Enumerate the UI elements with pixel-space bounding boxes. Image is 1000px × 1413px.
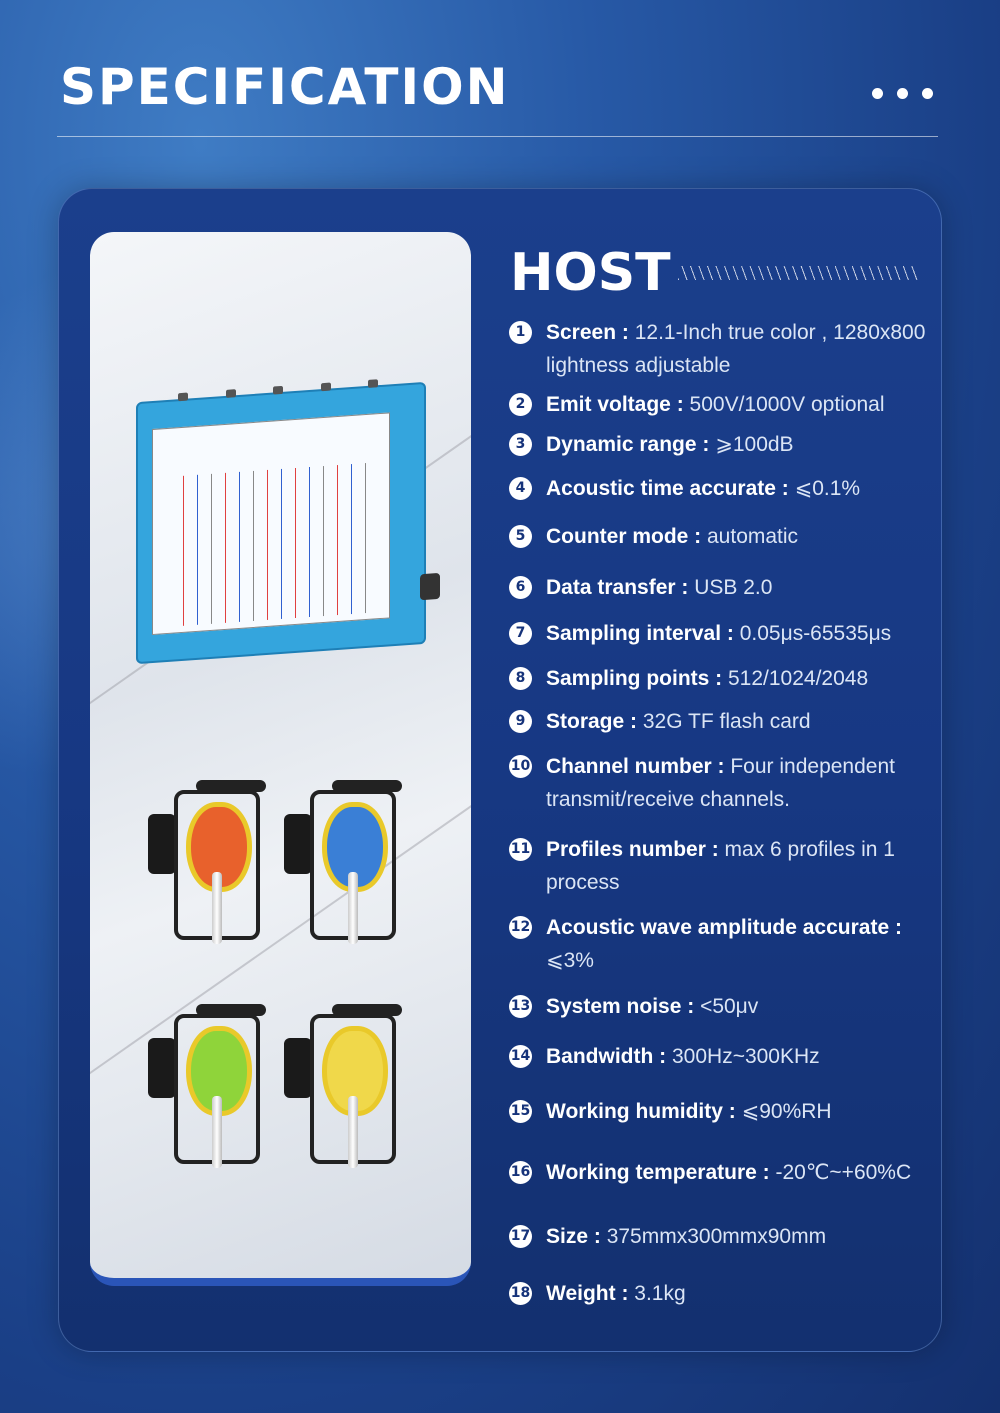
spec-value: 500V/1000V optional (689, 393, 885, 416)
spec-item: 13 System noise : <50μv (509, 990, 939, 1023)
spec-value: automatic (707, 525, 799, 548)
spec-value: ⩽3% (546, 949, 594, 972)
spec-value: 512/1024/2048 (728, 667, 869, 690)
tablet-screen (152, 412, 390, 636)
number-badge-icon: 16 (509, 1161, 532, 1184)
spec-label: Working temperature : (546, 1161, 776, 1184)
hatch-decoration (678, 266, 918, 280)
connector-knob (420, 572, 440, 601)
spec-value: -20℃~+60%C (775, 1161, 912, 1184)
spec-label: Sampling points : (546, 667, 728, 690)
number-badge-icon: 4 (509, 477, 532, 500)
spec-item: 4 Acoustic time accurate : ⩽0.1% (509, 472, 939, 505)
spec-item: 14 Bandwidth : 300Hz~300KHz (509, 1040, 939, 1073)
cable-reel-blue (282, 780, 412, 950)
product-image (90, 232, 471, 1286)
title-divider (57, 136, 938, 137)
spec-item: 7 Sampling interval : 0.05μs-65535μs (509, 617, 939, 650)
spec-label: Profiles number : (546, 838, 725, 861)
number-badge-icon: 18 (509, 1282, 532, 1305)
more-dots-icon (872, 88, 933, 99)
spec-value: 300Hz~300KHz (671, 1045, 820, 1068)
spec-item: 10 Channel number : Four independent tran… (509, 750, 939, 816)
cable-reel-green (146, 1004, 276, 1174)
spec-label: Weight : (546, 1282, 635, 1305)
spec-label: Sampling interval : (546, 622, 740, 645)
spec-value: ⩽90%RH (741, 1100, 832, 1123)
number-badge-icon: 10 (509, 755, 532, 778)
spec-item: 6 Data transfer : USB 2.0 (509, 571, 939, 604)
spec-value: 32G TF flash card (642, 710, 811, 733)
cable-reel-orange (146, 780, 276, 950)
spec-value: <50μv (700, 995, 759, 1018)
spec-item: 5 Counter mode : automatic (509, 520, 939, 553)
spec-label: Dynamic range : (546, 433, 716, 456)
number-badge-icon: 8 (509, 667, 532, 690)
spec-label: Bandwidth : (546, 1045, 672, 1068)
spec-label: Working humidity : (546, 1100, 742, 1123)
spec-label: Acoustic wave amplitude accurate : (546, 916, 902, 939)
number-badge-icon: 9 (509, 710, 532, 733)
spec-label: Acoustic time accurate : (546, 477, 795, 500)
spec-label: Channel number : (546, 755, 731, 778)
spec-label: Counter mode : (546, 525, 707, 548)
spec-value: max 6 profiles in 1 process (546, 838, 895, 894)
number-badge-icon: 3 (509, 433, 532, 456)
spec-item: 9 Storage : 32G TF flash card (509, 705, 939, 738)
tablet-device-image (136, 379, 440, 665)
number-badge-icon: 1 (509, 321, 532, 344)
number-badge-icon: 7 (509, 622, 532, 645)
spec-value: 375mmx300mmx90mm (606, 1225, 827, 1248)
spec-item: 15 Working humidity : ⩽90%RH (509, 1095, 939, 1128)
page-title: SPECIFICATION (60, 58, 510, 116)
spec-value: USB 2.0 (694, 576, 773, 599)
spec-item: 17 Size : 375mmx300mmx90mm (509, 1220, 939, 1253)
spec-item: 1 Screen : 12.1-Inch true color , 1280x80… (509, 316, 939, 382)
number-badge-icon: 11 (509, 838, 532, 861)
spec-item: 8 Sampling points : 512/1024/2048 (509, 662, 939, 695)
cable-reel-yellow (282, 1004, 412, 1174)
spec-item: 18 Weight : 3.1kg (509, 1277, 939, 1310)
spec-item: 3 Dynamic range : ⩾100dB (509, 428, 939, 461)
spec-label: Emit voltage : (546, 393, 690, 416)
spec-item: 2 Emit voltage : 500V/1000V optional (509, 388, 939, 421)
number-badge-icon: 17 (509, 1225, 532, 1248)
number-badge-icon: 2 (509, 393, 532, 416)
spec-label: Size : (546, 1225, 607, 1248)
spec-label: System noise : (546, 995, 701, 1018)
number-badge-icon: 13 (509, 995, 532, 1018)
number-badge-icon: 5 (509, 525, 532, 548)
spec-item: 16 Working temperature : -20℃~+60%C (509, 1156, 939, 1189)
spec-value: ⩾100dB (715, 433, 794, 456)
spec-value: 3.1kg (634, 1282, 686, 1305)
number-badge-icon: 15 (509, 1100, 532, 1123)
spec-value: ⩽0.1% (794, 477, 861, 500)
spec-label: Data transfer : (546, 576, 695, 599)
spec-label: Storage : (546, 710, 643, 733)
spec-label: Screen : (546, 321, 635, 344)
number-badge-icon: 12 (509, 916, 532, 939)
spec-item: 12 Acoustic wave amplitude accurate : ⩽3% (509, 911, 939, 977)
section-title: HOST (510, 243, 671, 303)
number-badge-icon: 14 (509, 1045, 532, 1068)
spec-value: 0.05μs-65535μs (739, 622, 892, 645)
spec-item: 11 Profiles number : max 6 profiles in 1 … (509, 833, 939, 899)
spec-value: Four independent transmit/receive channe… (546, 755, 895, 811)
number-badge-icon: 6 (509, 576, 532, 599)
spec-value: 12.1-Inch true color , 1280x800 lightnes… (546, 321, 926, 377)
